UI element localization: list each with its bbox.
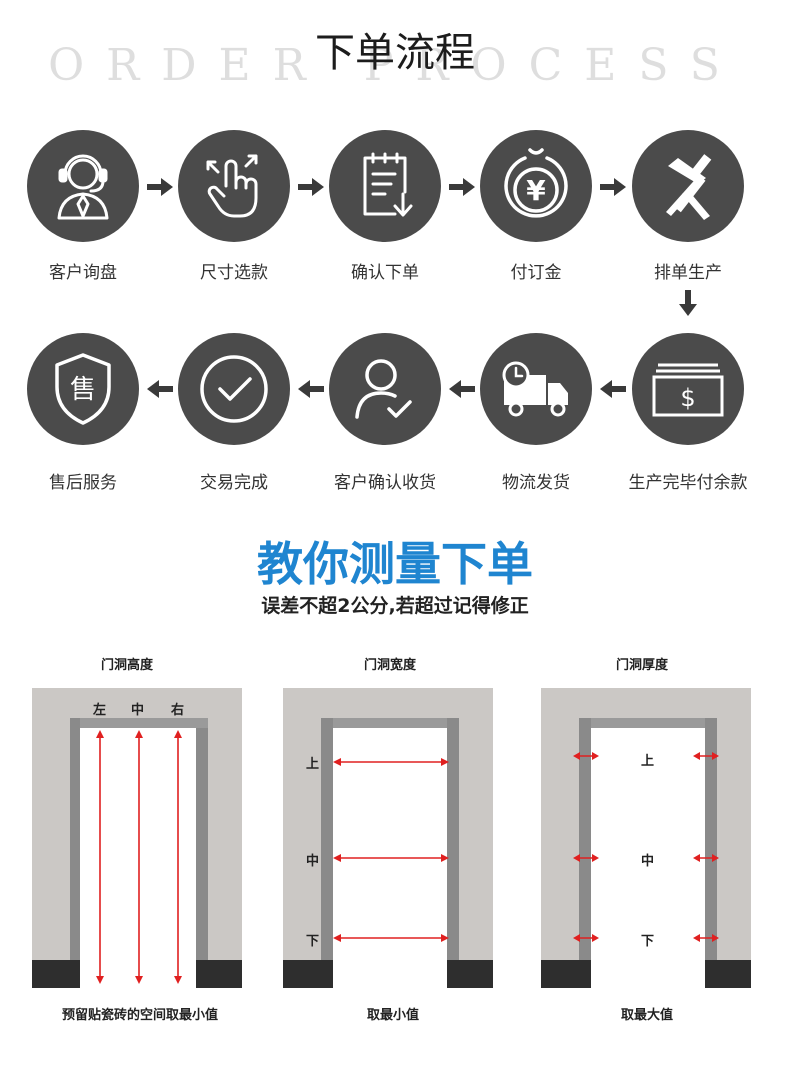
flow-arrow-left-icon bbox=[600, 380, 626, 398]
diagram-title-width: 门洞宽度 bbox=[363, 658, 416, 673]
step-label: 售后服务 bbox=[49, 473, 117, 493]
measure-label-right: 右 bbox=[171, 703, 185, 718]
check-circle-icon bbox=[178, 333, 290, 445]
flow-arrow-down-icon bbox=[679, 290, 697, 316]
step-label: 尺寸选款 bbox=[200, 263, 268, 283]
step-label: 交易完成 bbox=[200, 473, 268, 493]
order-document-icon bbox=[329, 130, 441, 242]
flow-arrow-right-icon bbox=[600, 178, 626, 196]
flow-arrow-left-icon bbox=[298, 380, 324, 398]
step-label: 排单生产 bbox=[654, 263, 722, 283]
dollar-glyph: $ bbox=[680, 384, 695, 412]
page-title: 下单流程 bbox=[315, 30, 475, 76]
flow-arrow-left-icon bbox=[449, 380, 475, 398]
measure-label-top: 上 bbox=[306, 757, 320, 772]
measure-label-center: 中 bbox=[131, 703, 145, 718]
measure-subtitle: 误差不超2公分,若超过记得修正 bbox=[261, 595, 529, 617]
measure-label-left: 左 bbox=[93, 703, 107, 718]
diagram-caption-thickness: 取最大值 bbox=[620, 1008, 673, 1023]
measure-label-middle: 中 bbox=[306, 854, 320, 869]
measure-label-bottom: 下 bbox=[641, 934, 655, 949]
flow-arrow-right-icon bbox=[449, 178, 475, 196]
delivery-truck-icon bbox=[480, 333, 592, 445]
shield-glyph: 售 bbox=[70, 375, 96, 405]
step-label: 付订金 bbox=[510, 263, 562, 283]
yuan-glyph: ¥ bbox=[526, 174, 546, 207]
door-width-diagram bbox=[283, 688, 493, 988]
yuan-coin-icon: ¥ bbox=[480, 130, 592, 242]
after-sales-shield-icon: 售 bbox=[27, 333, 139, 445]
step-label: 确认下单 bbox=[351, 263, 419, 283]
measure-label-middle: 中 bbox=[641, 854, 655, 869]
user-check-icon bbox=[329, 333, 441, 445]
hammer-screwdriver-icon bbox=[632, 130, 744, 242]
door-thickness-diagram bbox=[541, 688, 751, 988]
diagram-title-thickness: 门洞厚度 bbox=[615, 658, 668, 673]
header-background-text: ORDER PROCESS bbox=[48, 40, 742, 91]
flow-arrow-right-icon bbox=[298, 178, 324, 196]
hand-touch-icon bbox=[178, 130, 290, 242]
flow-arrow-left-icon bbox=[147, 380, 173, 398]
diagram-caption-height: 预留贴瓷砖的空间取最小值 bbox=[61, 1008, 218, 1023]
customer-service-icon bbox=[27, 130, 139, 242]
measure-label-top: 上 bbox=[641, 754, 655, 769]
step-label: 生产完毕付余款 bbox=[628, 473, 748, 493]
step-label: 物流发货 bbox=[502, 473, 570, 493]
money-bill-icon: $ bbox=[632, 333, 744, 445]
diagram-title-height: 门洞高度 bbox=[100, 658, 153, 673]
step-label: 客户确认收货 bbox=[334, 473, 436, 493]
flow-arrow-right-icon bbox=[147, 178, 173, 196]
door-height-diagram bbox=[32, 688, 242, 988]
step-label: 客户询盘 bbox=[49, 263, 117, 283]
diagram-caption-width: 取最小值 bbox=[366, 1008, 419, 1023]
measure-label-bottom: 下 bbox=[306, 934, 320, 949]
measure-title: 教你测量下单 bbox=[257, 537, 533, 591]
